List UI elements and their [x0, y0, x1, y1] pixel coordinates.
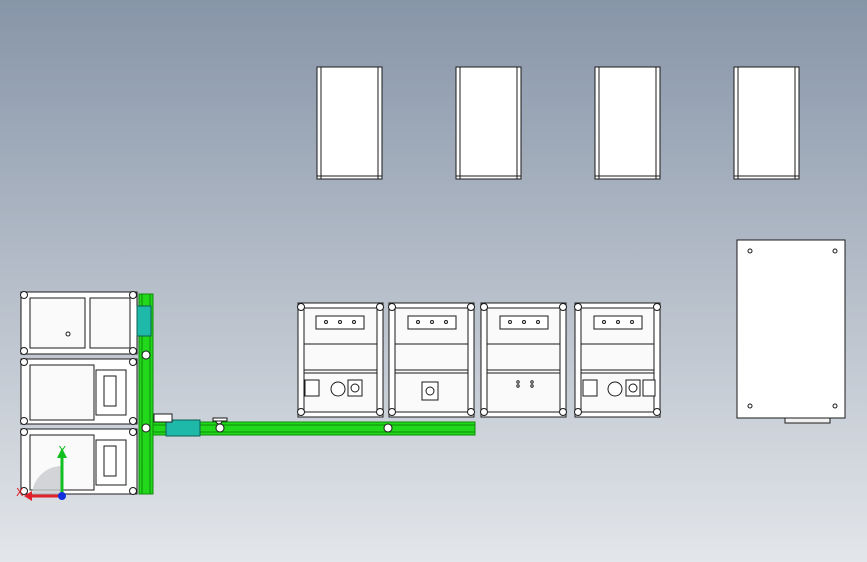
stacked-unit-top[interactable] — [20, 291, 138, 355]
machine-module-1[interactable] — [297, 302, 384, 418]
top-cabinet-4[interactable] — [733, 66, 800, 180]
drive-motor-left[interactable] — [136, 305, 152, 337]
machine-module-3[interactable] — [480, 302, 567, 418]
top-cabinet-2[interactable] — [455, 66, 522, 180]
control-panel-large[interactable] — [736, 239, 846, 424]
top-cabinet-1[interactable] — [316, 66, 383, 180]
stacked-unit-middle[interactable] — [20, 358, 138, 425]
left-stacked-units[interactable] — [20, 291, 138, 495]
conveyor-horizontal[interactable] — [152, 421, 476, 436]
machine-module-2[interactable] — [388, 302, 475, 418]
axis-triad: Y X — [16, 444, 67, 501]
top-cabinet-group[interactable] — [316, 66, 800, 180]
top-cabinet-3[interactable] — [594, 66, 661, 180]
drive-motor-bottom[interactable] — [165, 419, 201, 437]
machine-module-4[interactable] — [574, 302, 661, 418]
triad-y-label: Y — [58, 444, 66, 457]
triad-x-label: X — [16, 486, 24, 499]
conveyor-line[interactable] — [136, 293, 476, 495]
